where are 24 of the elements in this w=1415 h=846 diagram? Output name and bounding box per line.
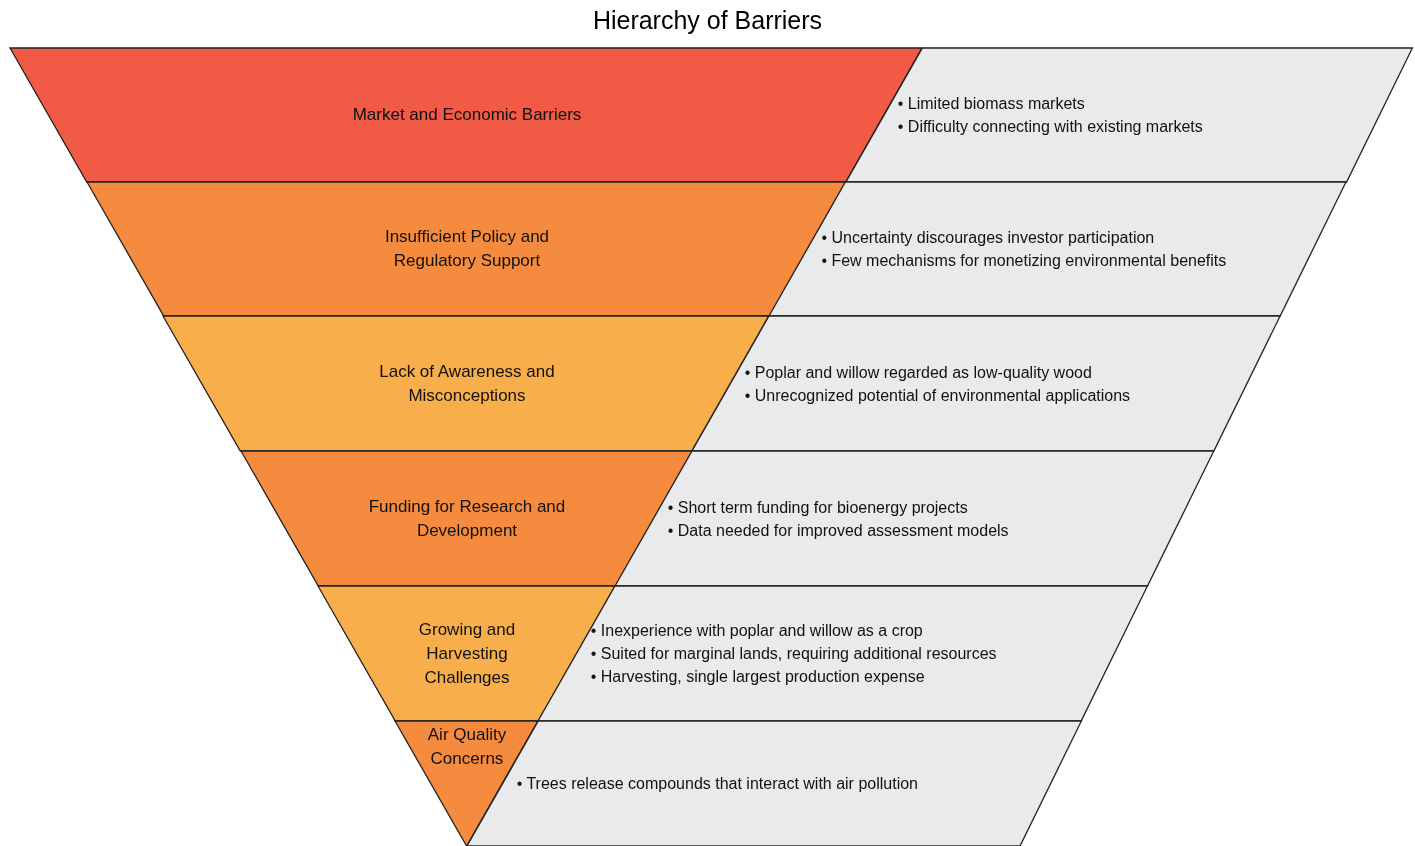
diagram-title: Hierarchy of Barriers — [591, 6, 824, 35]
barrier-label: Growing and Harvesting Challenges — [417, 618, 517, 689]
bullet-item: • Harvesting, single largest production expense — [590, 667, 926, 687]
bullet-item: • Uncertainty discourages investor participation — [821, 228, 1156, 248]
barrier-label: Market and Economic Barriers — [351, 104, 583, 126]
bullet-item: • Difficulty connecting with existing markets — [897, 117, 1204, 137]
bullet-item: • Inexperience with poplar and willow as a crop — [590, 621, 924, 641]
bullet-item: • Short term funding for bioenergy projects — [667, 497, 969, 518]
barrier-label: Lack of Awareness and Misconceptions — [378, 360, 556, 407]
bullet-item: • Unrecognized potential of environmental applications — [744, 385, 1132, 406]
bullet-item: • Trees release compounds that interact with air pollution — [516, 774, 919, 794]
bullet-item: • Poplar and willow regarded as low-quality wood — [744, 362, 1093, 383]
description-band — [845, 48, 1412, 182]
description-band — [615, 451, 1214, 586]
barrier-label: Funding for Research and Development — [367, 495, 567, 542]
bullet-item: • Few mechanisms for monetizing environmental benefits — [821, 251, 1228, 271]
bullet-item: • Data needed for improved assessment models — [667, 520, 1010, 541]
description-band — [769, 182, 1347, 316]
bullet-item: • Limited biomass markets — [897, 94, 1086, 114]
description-band — [692, 316, 1281, 451]
bullet-item: • Suited for marginal lands, requiring additional resources — [590, 644, 998, 664]
barrier-label: Air Quality Concerns — [426, 724, 508, 770]
description-band — [538, 586, 1148, 721]
barrier-label: Insufficient Policy and Regulatory Support — [383, 226, 551, 272]
